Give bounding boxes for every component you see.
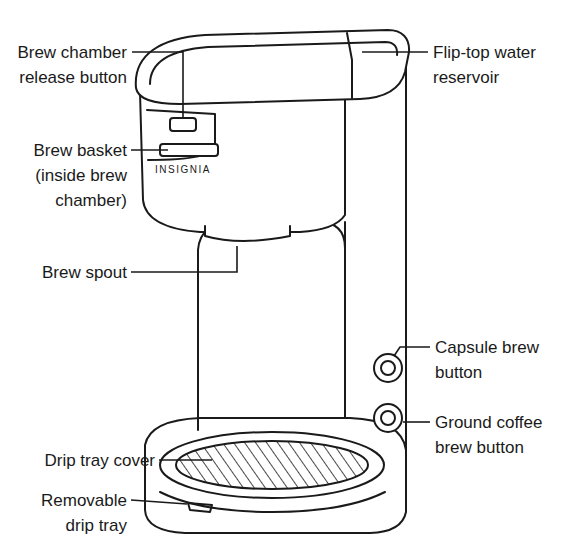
body-side — [405, 62, 407, 450]
part-label: Capsule brew button — [435, 335, 547, 385]
base — [145, 418, 406, 533]
leader-line — [394, 347, 430, 356]
release-button — [170, 118, 196, 131]
drip-tray-front — [160, 492, 385, 512]
part-label: Brew basket (inside brew chamber) — [15, 138, 127, 213]
leader-line — [131, 246, 237, 272]
leader-line — [131, 149, 168, 151]
part-label: Removable drip tray — [20, 488, 127, 538]
part-label: Brew chamber release button — [2, 40, 127, 90]
back-wall — [198, 222, 345, 430]
leader-line — [159, 459, 212, 461]
ground-button-inner — [381, 411, 395, 425]
capsule-button — [374, 354, 402, 382]
leader-line — [132, 52, 183, 117]
reservoir-seam — [347, 33, 352, 98]
part-label: Ground coffee brew button — [435, 410, 557, 460]
leader-line — [362, 51, 428, 53]
drip-tray-cover — [160, 432, 384, 498]
capsule-button-inner — [381, 361, 395, 375]
lid — [136, 30, 409, 104]
drip-tray-grate — [176, 441, 368, 489]
column-front — [344, 222, 346, 418]
part-label: Brew spout — [2, 260, 127, 285]
basket-handle — [160, 144, 218, 156]
ground-button — [374, 404, 402, 432]
leader-line — [403, 421, 430, 423]
brew-spout-shape — [205, 226, 290, 241]
brand-label: INSIGNIA — [155, 164, 211, 176]
drip-tray-tab — [188, 503, 212, 512]
lid-inner — [150, 42, 397, 84]
part-label: Flip-top water reservoir — [433, 40, 561, 90]
leader-line — [131, 500, 187, 504]
brew-head — [140, 92, 345, 232]
part-label: Drip tray cover — [2, 448, 155, 473]
